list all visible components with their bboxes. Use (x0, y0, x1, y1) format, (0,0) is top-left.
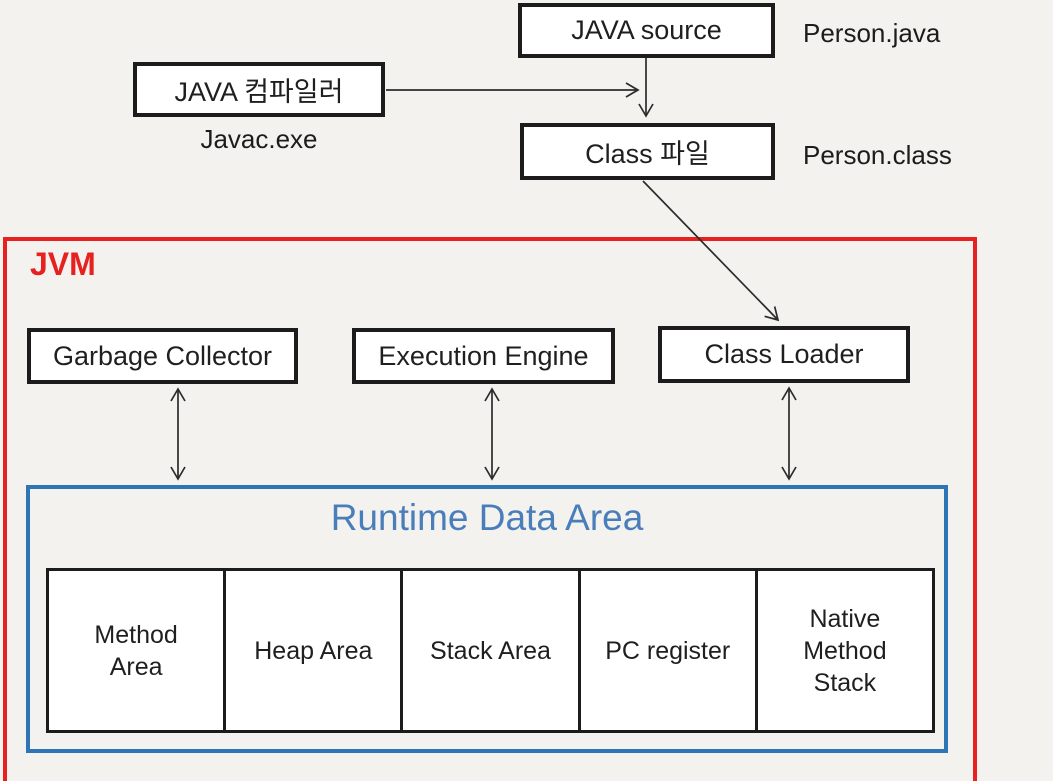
garbage-collector-label: Garbage Collector (52, 340, 273, 371)
java-compiler-box: JAVA 컴파일러 (133, 62, 385, 117)
class-loader-box: Class Loader (658, 326, 910, 383)
execution-engine-label: Execution Engine (378, 340, 589, 371)
class-loader-label: Class Loader (704, 339, 864, 369)
runtime-data-area-title: Runtime Data Area (330, 497, 644, 538)
execution-engine-box: Execution Engine (352, 328, 615, 384)
java-compiler-label: JAVA 컴파일러 (174, 77, 344, 107)
person-java-annotation: Person.java (803, 18, 941, 48)
jvm-container-box (3, 237, 977, 781)
pc-register-cell: PC register (581, 571, 758, 730)
javac-exe-annotation: Javac.exe (200, 124, 318, 154)
java-source-box: JAVA source (518, 3, 775, 58)
heap-area-cell: Heap Area (226, 571, 404, 730)
runtime-data-area-table: Method Area Heap Area Stack Area PC regi… (46, 568, 935, 733)
java-source-label: JAVA source (571, 15, 722, 45)
class-file-box: Class 파일 (520, 123, 775, 180)
runtime-data-area-box (26, 485, 948, 753)
class-file-label: Class 파일 (585, 139, 710, 169)
person-class-annotation: Person.class (803, 140, 952, 170)
garbage-collector-box: Garbage Collector (27, 328, 298, 384)
arrow-classfile-to-classloader (642, 180, 780, 322)
stack-area-cell: Stack Area (403, 571, 581, 730)
native-method-stack-cell: Native Method Stack (803, 604, 887, 697)
method-area-cell: Method Area (49, 571, 227, 730)
jvm-title: JVM (30, 246, 96, 282)
